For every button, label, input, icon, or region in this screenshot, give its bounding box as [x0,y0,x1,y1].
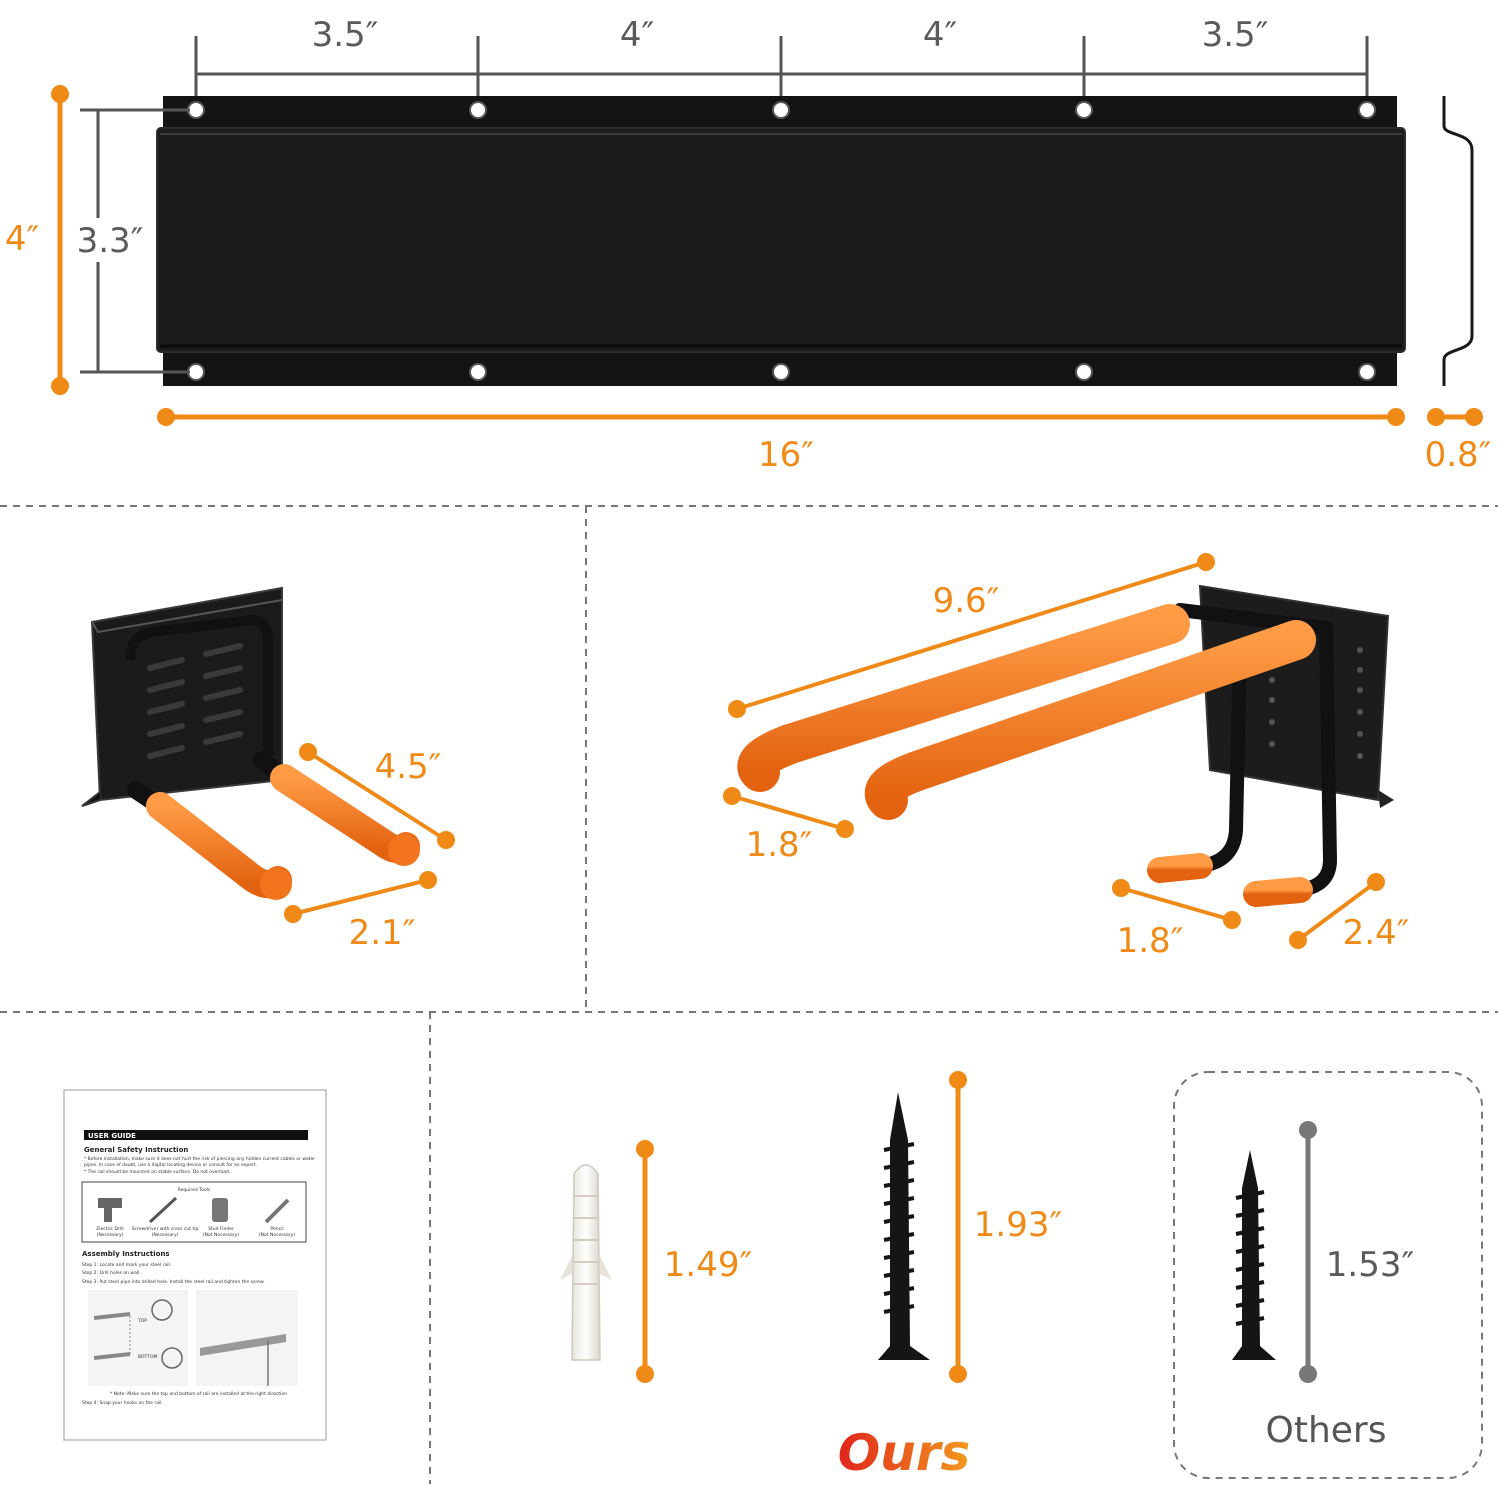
double-hook-front-width-dimension [723,787,854,838]
small-hook-width-label: 2.1″ [349,913,416,953]
other-screw-length-dimension [1299,1121,1317,1383]
pencil-icon [264,1198,290,1224]
guide-tool-3-name: Stud Finder [208,1226,234,1232]
guide-step-3: Step 3: Put steel pipe into drilled hole… [82,1279,265,1285]
guide-safety-heading: General Safety Instruction [84,1146,188,1154]
spacing-label-4: 3.5″ [1202,15,1269,55]
rail-profile-image [1442,96,1474,386]
user-guide-image: USER GUIDE General Safety Instruction * … [63,1089,327,1441]
small-hook-width-dimension [284,871,437,923]
anchor-length-dimension [636,1140,654,1383]
guide-tools-heading: Required Tools [178,1187,211,1193]
guide-safety-line-3: * The rail should be mounted on stable s… [84,1169,230,1175]
small-hook-length-label: 4.5″ [375,747,442,787]
wall-rail-image [156,96,1406,386]
depth-label: 0.8″ [1425,435,1492,475]
rail-section: 3.5″ 4″ 4″ 3.5″ 4″ 3.3″ [5,15,1492,475]
guide-tool-2-note: (Necessary) [152,1232,179,1238]
drill-icon [98,1198,122,1222]
height-total-dimension [51,85,69,395]
small-hook-length-dimension [299,743,455,849]
double-hook-bottom-depth-label: 2.4″ [1343,913,1410,953]
guide-tool-3-note: (Not Necessary) [203,1232,239,1238]
double-hook-section: 9.6″ 1.8″ 1.8″ 2.4″ [723,553,1409,961]
section-dividers [0,505,1498,1484]
label-backdrop [72,218,150,262]
stud-finder-icon [212,1198,228,1222]
ours-label: Ours [838,1424,971,1482]
guide-tool-2-name: Screwdriver with cross cut tip [132,1226,199,1232]
double-hook-bottom-width-label: 1.8″ [1117,921,1184,961]
others-box [1173,1071,1483,1479]
guide-diagram-bottom: BOTTOM [138,1354,158,1360]
others-label: Others [1266,1410,1387,1451]
screwdriver-icon [148,1196,178,1224]
guide-tool-1-name: Electric Drill [96,1226,123,1232]
double-hook-length-label: 9.6″ [933,581,1000,621]
screw-length-dimension [949,1071,967,1383]
hardware-section: 1.49″ 1.93″ Ours [560,1071,1483,1482]
spacing-label-2: 4″ [620,15,654,55]
spacing-label-1: 3.5″ [312,15,379,55]
double-hook-length-dimension [728,553,1215,718]
guide-assembly-heading: Assembly Instructions [82,1250,170,1258]
guide-diagram-top: TOP [137,1318,147,1324]
guide-step-2: Step 2: Drill holes on wall. [82,1270,141,1276]
small-hook-image [81,586,420,900]
height-total-label: 4″ [5,219,39,259]
length-label: 16″ [758,435,814,475]
guide-title: USER GUIDE [88,1132,136,1140]
wall-anchor-image [560,1164,612,1361]
double-hook-image [737,584,1394,907]
guide-tool-1-note: (Necessary) [97,1232,124,1238]
guide-note: * Note: Make sure the top and bottom of … [110,1391,287,1397]
other-screw-image [1232,1150,1276,1360]
length-dimension [157,408,1405,426]
height-inner-label: 3.3″ [77,221,144,261]
hole-spacing-dimension [194,36,1369,100]
small-hook-section: 4.5″ 2.1″ [81,586,455,953]
anchor-length-label: 1.49″ [664,1245,752,1285]
screw-length-label: 1.93″ [974,1205,1062,1245]
spacing-label-3: 4″ [923,15,957,55]
double-hook-bottom-depth-dimension [1289,873,1385,949]
guide-tool-4-note: (Not Necessary) [259,1232,295,1238]
guide-step-1: Step 1: Locate and mark your steel rail. [82,1262,171,1268]
other-screw-length-label: 1.53″ [1326,1245,1414,1285]
guide-safety-line-2: pipes. In case of doubt, use a digital l… [84,1162,257,1168]
screw-image [878,1092,930,1360]
double-hook-front-width-label: 1.8″ [746,825,813,865]
guide-safety-line-1: * Before installation, make sure it does… [84,1156,315,1162]
double-hook-bottom-width-dimension [1112,879,1241,929]
guide-tool-4-name: Pencil [270,1226,283,1232]
guide-step-4: Step 4: Snap your hooks on the rail. [82,1400,163,1406]
depth-dimension [1427,408,1483,426]
